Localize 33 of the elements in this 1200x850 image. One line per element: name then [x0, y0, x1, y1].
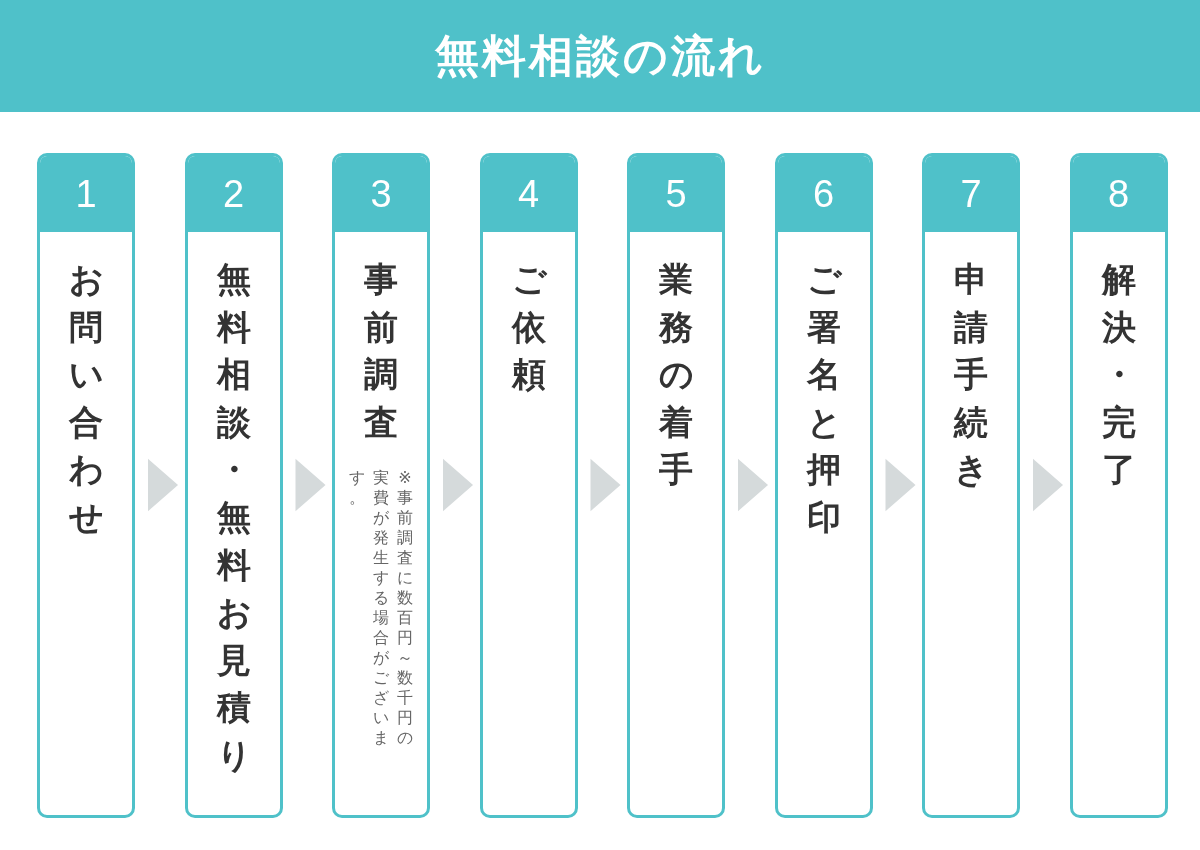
step-label: お問い合わせ	[69, 258, 103, 539]
arrow	[590, 458, 621, 512]
arrow	[148, 458, 179, 512]
step-number: 8	[1107, 172, 1130, 216]
step-card	[1069, 153, 1168, 818]
step-number: 5	[665, 172, 687, 216]
arrow	[443, 458, 474, 512]
step-label: 業務の着手	[659, 258, 693, 492]
step-card	[184, 153, 283, 818]
step-number: 7	[960, 172, 982, 216]
step-label: ご署名と押印	[806, 258, 841, 539]
note-text: ※事前調査に数百円～数千円の実費が発生する場合がございます。	[348, 468, 414, 750]
step-number: 6	[812, 172, 835, 216]
step-number: 1	[75, 172, 97, 216]
step-number: 2	[222, 172, 245, 216]
step-number: 3	[370, 172, 392, 216]
step-label: 申請手続き	[954, 258, 988, 492]
step-card	[479, 153, 578, 818]
step-label: 事前調査	[364, 258, 398, 444]
step-card	[627, 153, 725, 818]
step-card	[332, 153, 430, 818]
arrow	[885, 458, 916, 512]
step-label: 無料相談・無料お見積り	[216, 258, 251, 777]
step-card	[774, 153, 873, 818]
step-card	[37, 153, 135, 818]
step-label: 解決・完了	[1101, 258, 1136, 492]
step-card	[922, 153, 1020, 818]
arrow	[738, 458, 769, 512]
title-text: 無料相談の流れ	[434, 28, 766, 83]
step-label: ご依頼	[511, 258, 546, 397]
arrow	[1033, 458, 1064, 512]
step-number: 4	[517, 172, 540, 216]
arrow	[295, 458, 326, 512]
